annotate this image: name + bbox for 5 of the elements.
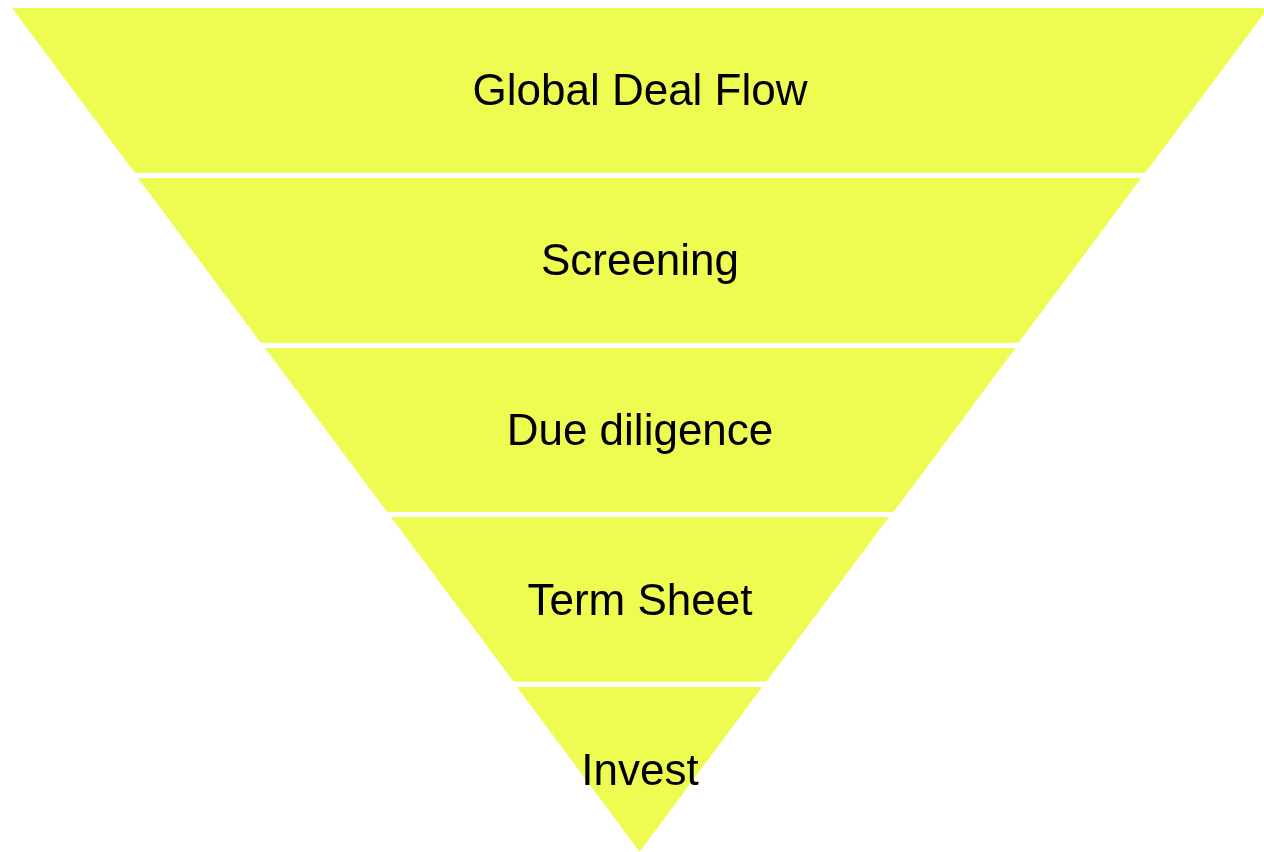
stage-label: Due diligence (506, 405, 774, 455)
stage-label: Screening (540, 235, 740, 286)
stage-label: Global Deal Flow (472, 65, 808, 116)
stage-label: Term Sheet (527, 574, 753, 625)
stage-label: Invest (581, 744, 699, 795)
